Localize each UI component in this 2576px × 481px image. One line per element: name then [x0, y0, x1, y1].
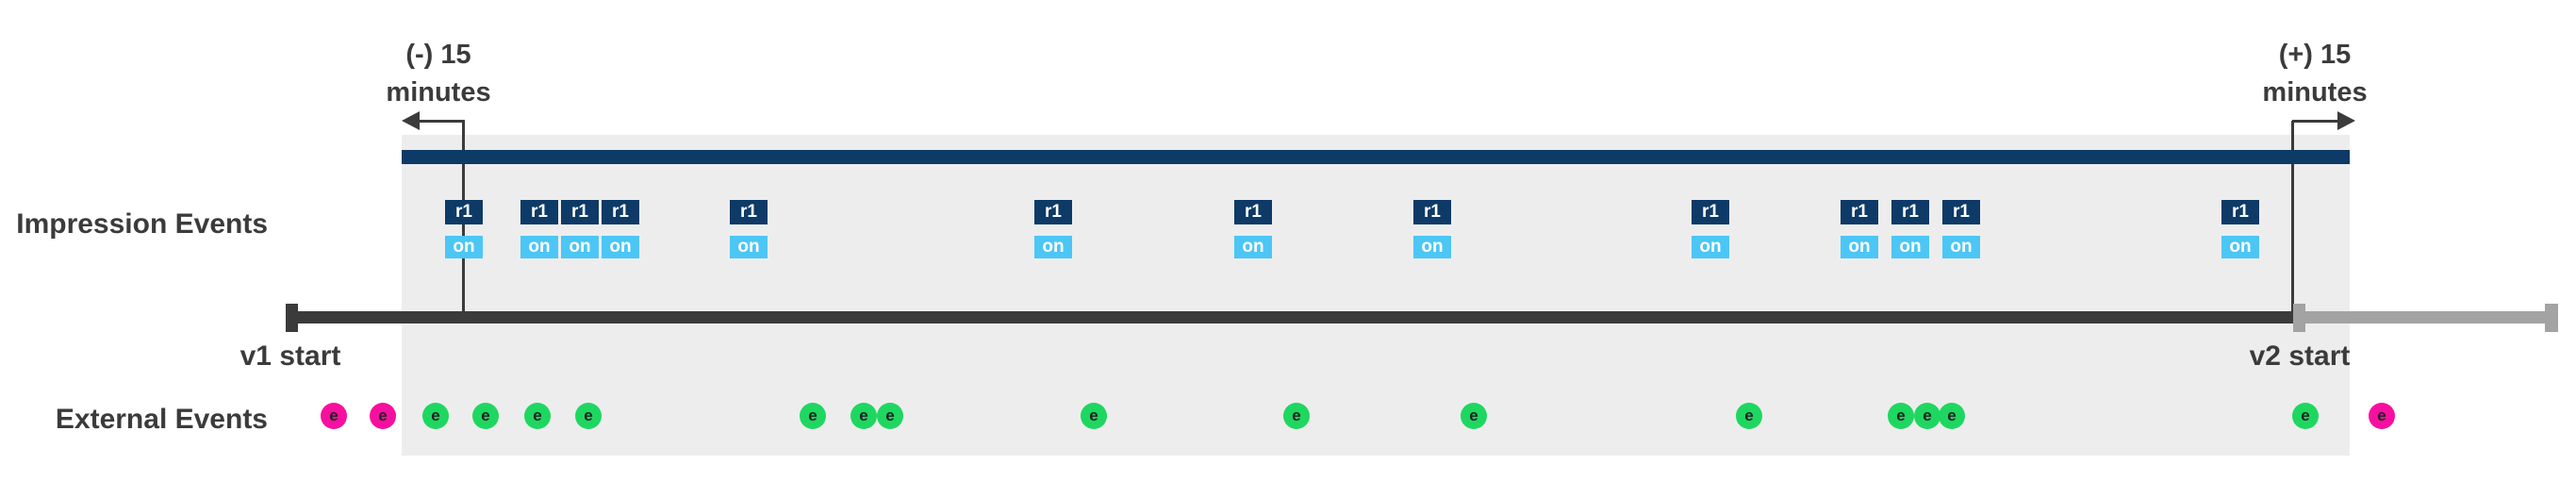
impression-event-group: r1 on [1692, 200, 1729, 258]
impression-event: r1 on [1034, 200, 1072, 258]
plus-15-annotation: (+) 15 minutes [2173, 36, 2456, 111]
external-event-dot-green: e [1914, 403, 1940, 429]
impression-badge-on: on [2221, 236, 2259, 258]
impression-event: r1 on [520, 200, 558, 258]
impression-badge-r1: r1 [730, 200, 768, 224]
external-event-dot-green: e [1283, 403, 1310, 429]
impression-event: r1 on [1234, 200, 1272, 258]
impression-badge-r1: r1 [1841, 200, 1878, 224]
minus-15-line1: (-) 15 [405, 40, 471, 70]
impression-badge-r1: r1 [1234, 200, 1272, 224]
impression-badge-on: on [1841, 236, 1878, 258]
impression-badge-on: on [1234, 236, 1272, 258]
external-event-dot-green: e [575, 403, 602, 429]
external-event-dot-green: e [524, 403, 551, 429]
impression-badge-r1: r1 [602, 200, 639, 224]
impression-event-group: r1 on [730, 200, 768, 258]
impression-event: r1 on [1413, 200, 1451, 258]
impression-badge-on: on [520, 236, 558, 258]
timeline-end-tick [2545, 304, 2558, 332]
plus-15-line1: (+) 15 [2278, 40, 2352, 70]
impression-badge-on: on [445, 236, 483, 258]
impression-event-group: r1 on [1234, 200, 1272, 258]
impression-event-group: r1 on [1034, 200, 1072, 258]
impression-event: r1 on [730, 200, 768, 258]
impression-badge-on: on [1692, 236, 1729, 258]
impression-badge-on: on [1891, 236, 1929, 258]
flight-duration-bar [402, 150, 2350, 164]
impression-badge-r1: r1 [520, 200, 558, 224]
analysis-window-band [402, 135, 2350, 456]
impression-events-label: Impression Events [16, 208, 268, 240]
external-event-dot-pink: e [321, 403, 347, 429]
timeline-v2-segment [2293, 311, 2558, 323]
minus-15-line2: minutes [386, 77, 491, 108]
impression-badge-on: on [1034, 236, 1072, 258]
impression-badge-on: on [561, 236, 599, 258]
v1-start-tick [286, 304, 298, 332]
impression-badge-r1: r1 [1034, 200, 1072, 224]
external-event-dot-pink: e [370, 403, 396, 429]
impression-badge-r1: r1 [445, 200, 483, 224]
impression-badge-on: on [1942, 236, 1980, 258]
external-event-dot-pink: e [2369, 403, 2395, 429]
impression-event: r1 on [1942, 200, 1980, 258]
impression-badge-r1: r1 [2221, 200, 2259, 224]
impression-badge-on: on [1413, 236, 1451, 258]
impression-event: r1 on [445, 200, 483, 258]
external-event-dot-green: e [1939, 403, 1965, 429]
impression-event-group: r1 on [2221, 200, 2259, 258]
impression-event: r1 on [561, 200, 599, 258]
external-event-dot-green: e [1461, 403, 1487, 429]
impression-event: r1 on [1841, 200, 1878, 258]
impression-badge-r1: r1 [1942, 200, 1980, 224]
external-event-dot-green: e [1888, 403, 1914, 429]
impression-badge-r1: r1 [1891, 200, 1929, 224]
v1-start-label: v1 start [239, 340, 341, 372]
impression-event: r1 on [602, 200, 639, 258]
impression-badge-r1: r1 [1413, 200, 1451, 224]
external-event-dot-green: e [877, 403, 903, 429]
external-event-dot-green: e [472, 403, 499, 429]
impression-event-group: r1 on [1413, 200, 1451, 258]
impression-event: r1 on [1891, 200, 1929, 258]
impression-badge-on: on [730, 236, 768, 258]
impression-badge-on: on [602, 236, 639, 258]
external-event-dot-green: e [422, 403, 449, 429]
external-events-label: External Events [55, 404, 268, 435]
plus-15-marker-line [2291, 121, 2294, 313]
impression-event-group: r1 on r1 on r1 on [1841, 200, 1980, 258]
external-event-dot-green: e [800, 403, 826, 429]
external-event-dot-green: e [2292, 403, 2319, 429]
impression-event: r1 on [2221, 200, 2259, 258]
timeline-v1-segment [286, 311, 2293, 323]
v2-start-tick [2293, 304, 2305, 332]
minus-15-arrow-shaft [419, 120, 465, 123]
minus-15-annotation: (-) 15 minutes [297, 36, 580, 111]
v2-start-label: v2 start [2249, 340, 2351, 372]
impression-badge-r1: r1 [561, 200, 599, 224]
plus-15-arrow-shaft [2292, 120, 2338, 123]
impression-badge-r1: r1 [1692, 200, 1729, 224]
external-event-dot-green: e [1081, 403, 1107, 429]
impression-event-group: r1 on [445, 200, 483, 258]
impression-event: r1 on [1692, 200, 1729, 258]
left-arrow-icon [402, 111, 420, 130]
external-event-dot-green: e [850, 403, 877, 429]
external-event-dot-green: e [1736, 403, 1762, 429]
right-arrow-icon [2337, 111, 2355, 130]
plus-15-line2: minutes [2262, 77, 2368, 108]
